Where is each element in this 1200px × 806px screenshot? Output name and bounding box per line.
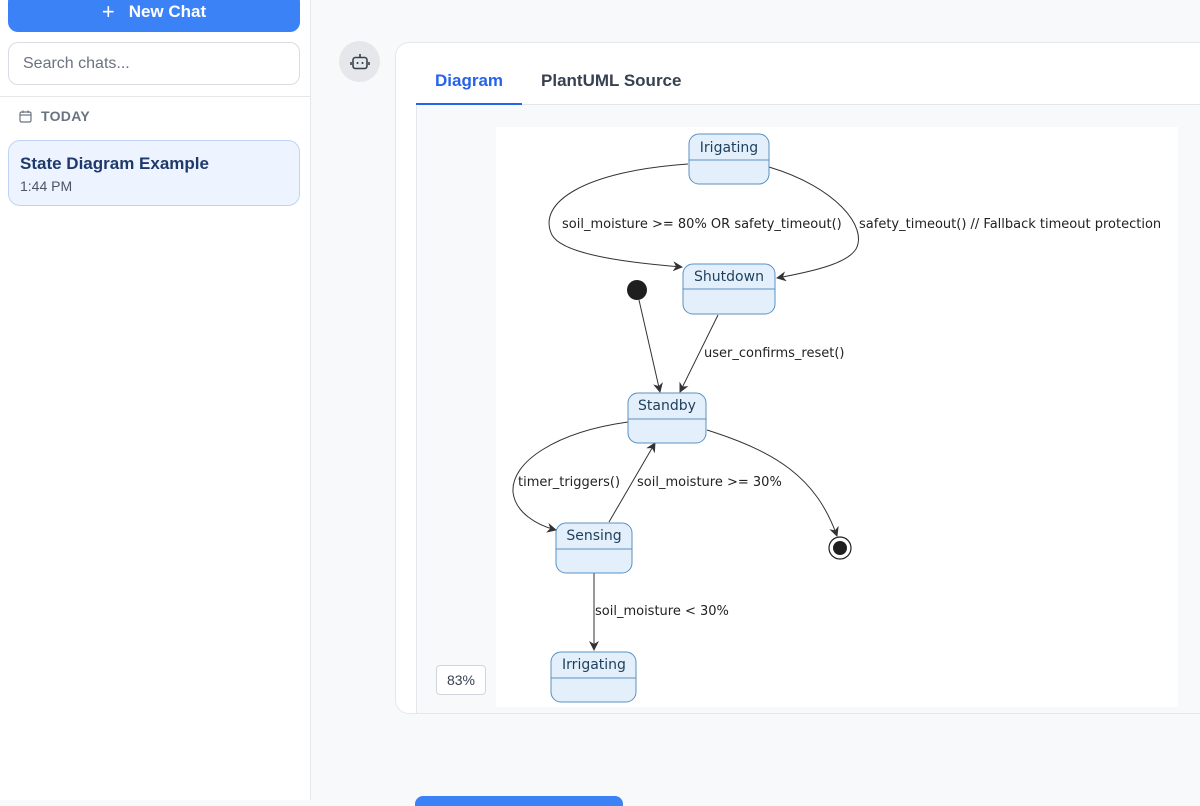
sidebar-divider [0, 96, 311, 97]
zoom-level-badge: 83% [436, 665, 486, 695]
transition-initial-standby [638, 299, 663, 393]
state-irigating[interactable]: Irigating [688, 133, 770, 185]
final-state [828, 536, 852, 560]
chat-list-item[interactable]: State Diagram Example 1:44 PM [8, 140, 300, 206]
sidebar: + New Chat TODAY State Diagram Example 1… [0, 0, 311, 800]
diagram-canvas: soil_moisture >= 80% OR safety_timeout()… [496, 127, 1178, 707]
plus-icon: + [101, 0, 115, 24]
tab-diagram[interactable]: Diagram [416, 65, 523, 105]
diagram-viewport[interactable]: soil_moisture >= 80% OR safety_timeout()… [416, 105, 1200, 713]
new-chat-button[interactable]: + New Chat [8, 0, 300, 32]
initial-state [627, 280, 647, 300]
transition-irigating-shutdown-left [548, 163, 689, 272]
transition-shutdown-standby [679, 314, 719, 393]
state-irigating-label: Irigating [700, 140, 758, 156]
label-sensing-irrigating: soil_moisture < 30% [595, 604, 729, 619]
chat-title: State Diagram Example [20, 154, 209, 173]
diagram-card: Diagram PlantUML Source [395, 42, 1200, 714]
state-sensing[interactable]: Sensing [555, 522, 633, 574]
label-standby-sensing: timer_triggers() [518, 475, 620, 490]
chat-time: 1:44 PM [20, 178, 73, 194]
state-standby[interactable]: Standby [627, 392, 707, 444]
robot-icon [349, 53, 370, 69]
label-irigating-shutdown-1: soil_moisture >= 80% OR safety_timeout() [562, 217, 842, 232]
transition-standby-final [706, 429, 839, 537]
transition-standby-sensing [512, 421, 629, 533]
tab-plantuml-source[interactable]: PlantUML Source [541, 71, 682, 90]
tab-bar: Diagram PlantUML Source [416, 65, 1200, 105]
transition-irigating-shutdown-right [768, 166, 859, 282]
state-irrigating-label: Irrigating [562, 657, 626, 673]
section-label-today: TODAY [19, 108, 90, 124]
state-diagram: soil_moisture >= 80% OR safety_timeout()… [512, 133, 1161, 703]
state-sensing-label: Sensing [566, 528, 621, 544]
label-shutdown-standby: user_confirms_reset() [704, 346, 845, 361]
partial-action-button[interactable] [415, 796, 623, 806]
bot-avatar [339, 41, 380, 82]
state-shutdown-label: Shutdown [694, 269, 764, 285]
section-label-text: TODAY [41, 108, 90, 124]
search-input[interactable] [8, 42, 300, 85]
calendar-icon [19, 110, 32, 123]
state-irrigating[interactable]: Irrigating [550, 651, 637, 703]
new-chat-label: New Chat [128, 2, 207, 21]
transition-sensing-standby [608, 442, 656, 523]
state-shutdown[interactable]: Shutdown [682, 263, 776, 315]
label-irigating-shutdown-2: safety_timeout() // Fallback timeout pro… [859, 217, 1161, 232]
state-standby-label: Standby [638, 398, 696, 414]
label-sensing-standby: soil_moisture >= 30% [637, 475, 782, 490]
